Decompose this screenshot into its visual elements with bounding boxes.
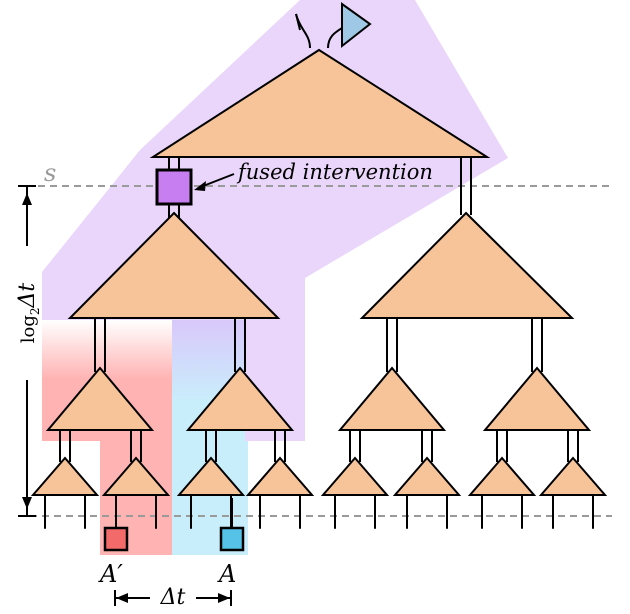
level3-node-2	[176, 456, 246, 496]
level3-node-6	[467, 456, 537, 496]
s-label: s	[44, 159, 56, 187]
svg-text:log2Δt: log2Δt	[15, 283, 42, 344]
level3-node-3	[245, 456, 315, 496]
wire-l2-l3-6	[496, 430, 508, 462]
wire-l2-l3-4	[349, 430, 361, 462]
wire-l2-l3-7	[567, 430, 579, 462]
output-detector	[295, 2, 372, 49]
A-prime-label: A′	[98, 560, 123, 588]
fused-intervention-arrowhead	[194, 181, 206, 191]
dt-label: Δt	[160, 585, 186, 610]
blue-lightcone-region	[172, 320, 305, 555]
fused-intervention-label: fused intervention	[236, 160, 433, 184]
level3-node-4	[320, 456, 390, 496]
A-label: A	[217, 560, 236, 588]
level1-right-node	[359, 211, 575, 319]
wire-l1-l2-3	[531, 318, 543, 372]
level3-node-7	[538, 456, 608, 496]
wire-l1-l2-2	[386, 318, 398, 372]
level2-node-1	[185, 366, 295, 431]
wire-l2-l3-0	[59, 430, 71, 462]
A-box	[219, 526, 245, 552]
wire-root-right	[460, 157, 472, 215]
log2-dt-label: log2Δt	[15, 283, 42, 344]
level2-node-0	[45, 366, 155, 431]
fused-intervention-box	[155, 168, 193, 206]
dt-arrow	[114, 590, 232, 606]
A-prime-box	[103, 526, 129, 552]
level1-left-node	[67, 211, 281, 319]
tree-nodes	[30, 48, 608, 496]
level3-node-0	[30, 456, 100, 496]
tree-edges	[44, 157, 594, 529]
red-lightcone-region	[42, 320, 172, 555]
level3-node-5	[392, 456, 462, 496]
level3-node-1	[101, 456, 171, 496]
root-node	[149, 48, 491, 158]
wire-l1-l2-1	[234, 318, 246, 372]
wire-l2-l3-1	[130, 430, 142, 462]
wire-l2-l3-3	[274, 430, 286, 462]
level2-node-2	[337, 366, 447, 431]
level2-node-3	[482, 366, 592, 431]
wire-l1-l2-0	[94, 318, 106, 372]
log2-dt-arrow	[18, 185, 36, 517]
wire-l2-l3-2	[205, 430, 217, 462]
wire-l2-l3-5	[421, 430, 433, 462]
